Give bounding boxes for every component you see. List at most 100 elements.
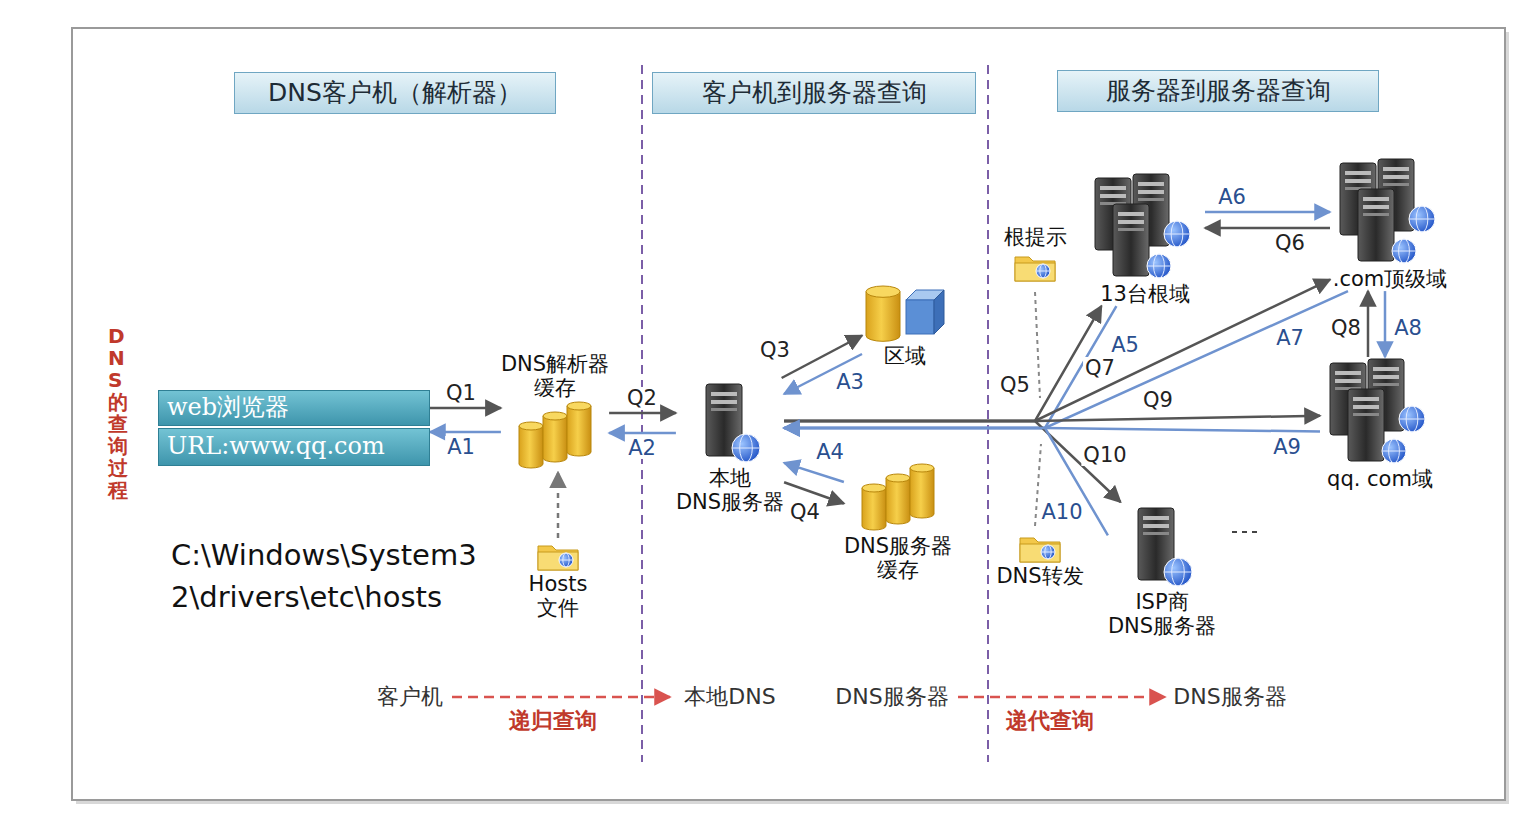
cyl-icon <box>515 400 595 472</box>
drawing-part <box>1147 254 1171 278</box>
node-label: ISP商 DNS服务器 <box>1108 590 1216 638</box>
drawing-part <box>711 408 737 411</box>
drawing-part <box>1335 371 1361 375</box>
drawing-part <box>1373 367 1399 371</box>
drawing-part <box>1363 213 1389 216</box>
drawing-part <box>1138 182 1164 186</box>
drawing-part <box>1320 357 1440 467</box>
drawing-part <box>1143 524 1169 528</box>
drawing-part <box>711 400 737 404</box>
drawing-part <box>1363 205 1389 209</box>
drawing-part <box>1100 194 1126 198</box>
drawing-part <box>1118 212 1144 216</box>
step-label: Q5 <box>998 374 1032 396</box>
drawing-part <box>1100 186 1126 190</box>
step-label: Q6 <box>1273 232 1307 254</box>
root-hints: 根提示 <box>1004 225 1067 283</box>
drawing-part <box>732 434 760 462</box>
query-arrow <box>784 291 1348 428</box>
drawing-part <box>1383 175 1409 179</box>
drawing-part <box>1143 532 1169 535</box>
query-arrow <box>557 472 560 538</box>
side-title: DNS的查询过程 <box>108 325 128 501</box>
query-arrow <box>784 463 844 482</box>
drawing-part <box>72 28 1505 800</box>
drawing-part <box>1138 190 1164 194</box>
zone-store: 区域 <box>862 272 948 368</box>
hosts-file: Hosts 文件 <box>529 538 588 620</box>
node-label: DNS转发 <box>996 564 1083 588</box>
server-icon <box>690 378 770 466</box>
node-label: Hosts 文件 <box>529 572 588 620</box>
flow-type: 递代查询 <box>1003 709 1097 733</box>
drawing-part <box>1399 406 1425 432</box>
drawing-part <box>732 448 760 449</box>
node-label: .com顶级域 <box>1333 267 1448 291</box>
drawing-part <box>1036 271 1050 272</box>
isp-dns-server: ISP商 DNS服务器 <box>1108 502 1216 638</box>
drawing-part <box>1013 249 1057 283</box>
drawing-part <box>958 696 1165 699</box>
flow-endpoint: 本地DNS <box>681 685 778 709</box>
step-label: Q1 <box>444 382 478 404</box>
drawing-part <box>1373 383 1399 386</box>
drawing-part <box>1118 220 1144 224</box>
query-arrow <box>1367 291 1370 357</box>
drawing-part <box>536 538 580 572</box>
drawing-part <box>1020 544 1060 562</box>
browser-bar: web浏览器 <box>158 390 430 426</box>
drawing-part <box>1020 538 1060 562</box>
drawing-part <box>1018 530 1062 564</box>
drawing-part <box>1164 221 1190 247</box>
drawing-part <box>1335 379 1361 383</box>
drawing-part <box>1041 552 1055 553</box>
step-label: Q9 <box>1141 389 1175 411</box>
drawing-part <box>1164 572 1192 573</box>
root-servers: 13台根域 <box>1085 172 1205 306</box>
drawing-part <box>519 422 543 430</box>
drawing-part <box>1409 206 1435 232</box>
drawing-part <box>910 464 934 472</box>
drawing-part <box>1383 167 1409 171</box>
drawing-part <box>1232 531 1262 533</box>
section-header: DNS客户机（解析器） <box>234 72 556 114</box>
drawing-part <box>1085 172 1205 282</box>
section-header: 客户机到服务器查询 <box>652 72 976 114</box>
drawing-part <box>1353 405 1379 409</box>
drawing-part <box>1147 266 1171 267</box>
drawing-part <box>1143 516 1169 520</box>
node-label: 根提示 <box>1004 225 1067 249</box>
domain-servers: qq. com域 <box>1320 357 1440 491</box>
drawing-part <box>886 474 910 482</box>
drawing-part <box>934 290 944 334</box>
step-label: A2 <box>626 437 658 459</box>
section-header: 服务器到服务器查询 <box>1057 70 1379 112</box>
drawing-part <box>559 553 573 567</box>
folder-icon <box>1018 530 1062 564</box>
drawing-part <box>452 696 670 699</box>
node-label: 13台根域 <box>1100 282 1190 306</box>
drawing-part <box>1348 389 1384 461</box>
node-label: 服务器到服务器查询 <box>1106 77 1331 106</box>
resolver-cache: DNS解析器 缓存 <box>501 352 609 472</box>
zone-icon <box>862 272 948 344</box>
step-label: A4 <box>814 441 846 463</box>
node-label: DNS解析器 缓存 <box>501 352 609 400</box>
drawing-part <box>886 478 910 524</box>
flow-endpoint: DNS服务器 <box>832 685 951 709</box>
drawing-part <box>987 65 989 762</box>
drawing-part <box>1373 375 1399 379</box>
step-label: A8 <box>1392 317 1424 339</box>
node-label: 区域 <box>884 344 926 368</box>
query-arrow <box>1205 211 1330 214</box>
drawing-part <box>906 300 934 334</box>
drawing-part <box>1041 545 1055 559</box>
step-label: Q3 <box>758 339 792 361</box>
step-label: A7 <box>1274 327 1306 349</box>
step-label: A3 <box>834 371 866 393</box>
step-label: Q4 <box>788 501 822 523</box>
node-label: 本地 DNS服务器 <box>676 466 784 514</box>
folder-icon <box>1013 249 1057 283</box>
step-label: A9 <box>1271 436 1303 458</box>
drawing-part <box>1345 171 1371 175</box>
